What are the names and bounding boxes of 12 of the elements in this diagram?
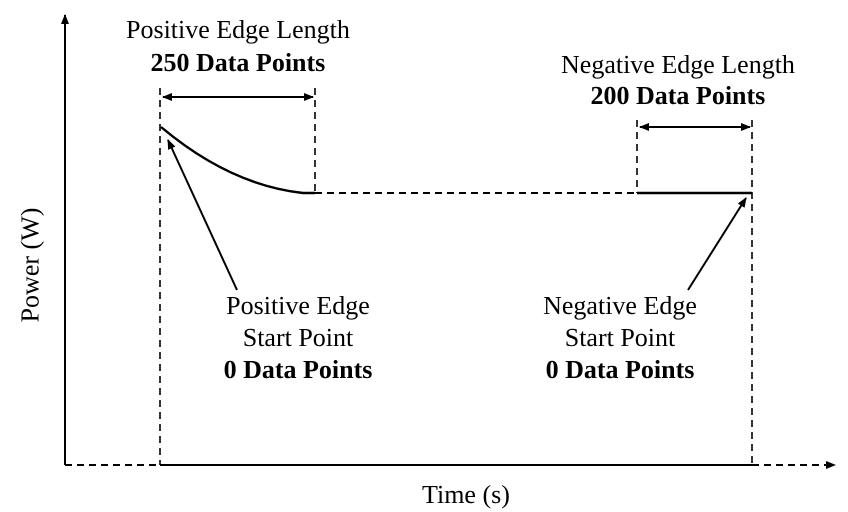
dimension-value: 200 Data Points — [590, 80, 766, 112]
dimension-label: Negative Edge Length — [561, 49, 795, 81]
axis-title: Power (W) — [14, 208, 45, 322]
callout-value: 0 Data Points — [222, 354, 374, 386]
callout-text: Negative Edge Start Point — [542, 290, 698, 354]
callout-text: Positive Edge Start Point — [225, 290, 371, 354]
callout-value: 0 Data Points — [544, 354, 696, 386]
leader-line — [687, 197, 747, 291]
axis-title: Time (s) — [422, 479, 510, 511]
dimension-label: Positive Edge Length — [126, 14, 350, 46]
dimension-value: 250 Data Points — [150, 47, 326, 79]
leader-line — [167, 139, 238, 290]
